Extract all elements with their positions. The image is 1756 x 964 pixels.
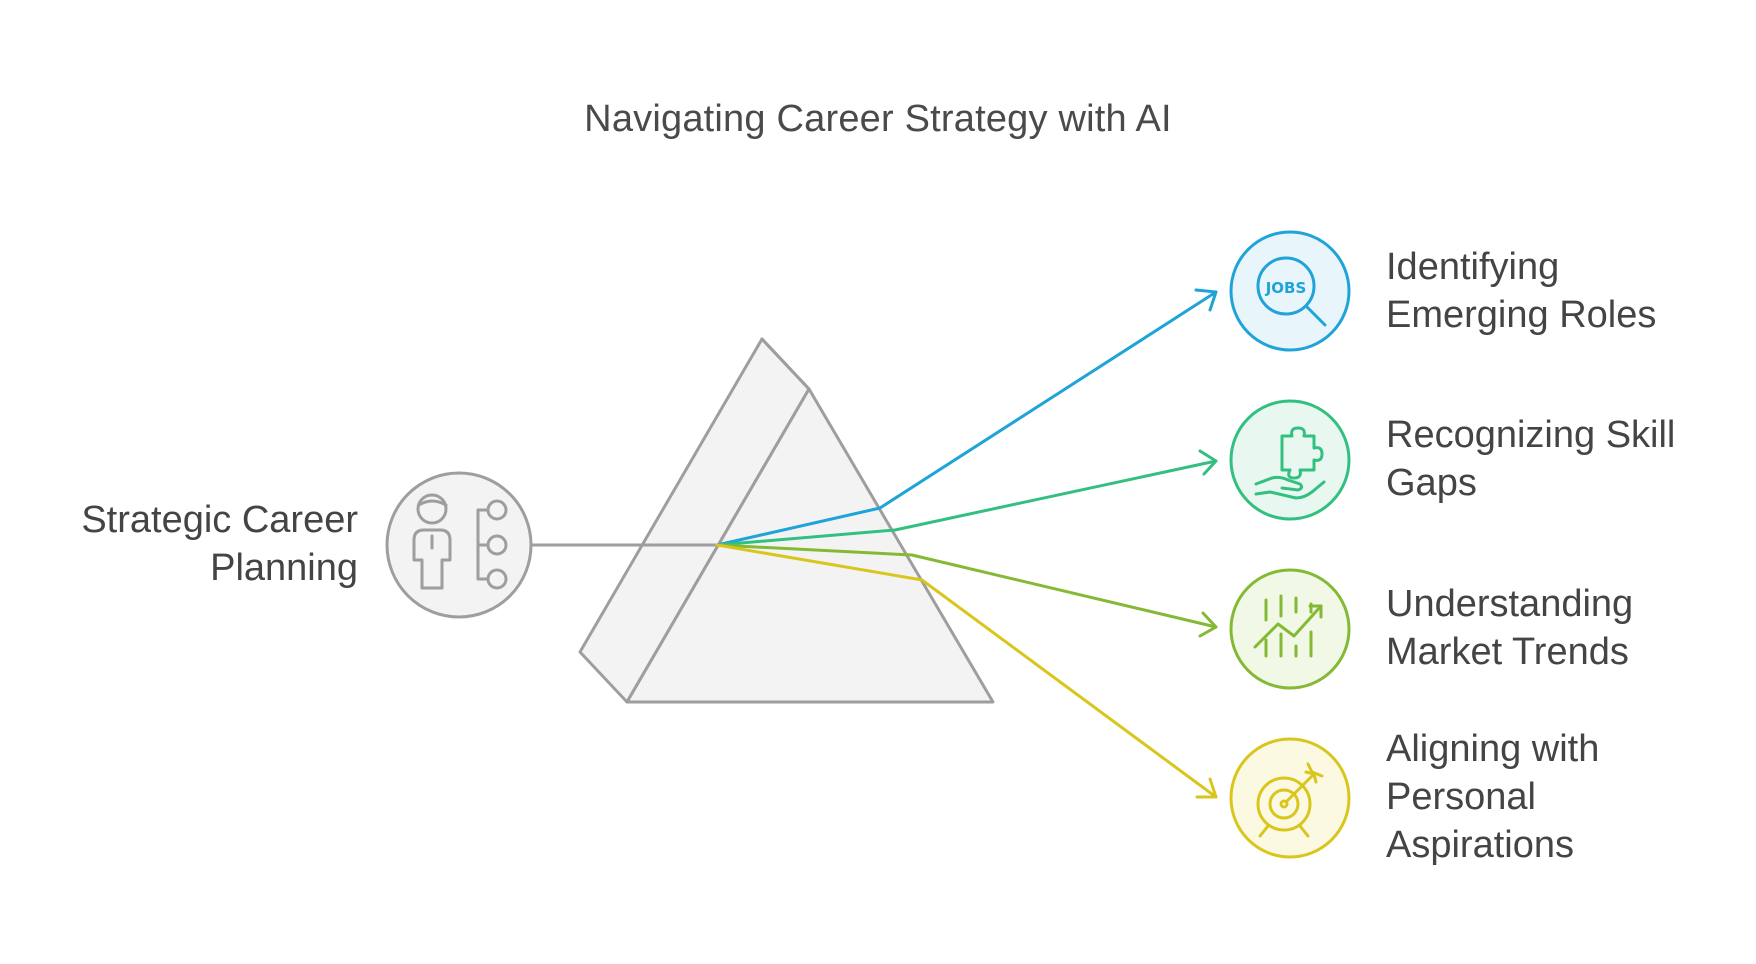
puzzle-hand-icon <box>1229 399 1351 521</box>
beam-market-trends <box>715 543 1218 629</box>
source-label: Strategic Career Planning <box>40 496 358 592</box>
output-label-line: Market Trends <box>1386 631 1629 673</box>
output-label-line: Personal <box>1386 776 1536 818</box>
market-trend-chart-icon <box>1229 568 1351 690</box>
output-label-line: Understanding <box>1386 583 1634 625</box>
output-label-line: Recognizing Skill <box>1386 414 1676 456</box>
beam-personal-aspirations <box>715 543 1218 799</box>
output-label-personal-aspirations: Aligning with Personal Aspirations <box>1386 725 1746 869</box>
arrowhead-market-trends <box>1198 611 1218 638</box>
beam-emerging-roles <box>715 290 1218 547</box>
output-label-market-trends: Understanding Market Trends <box>1386 580 1746 676</box>
arrowhead-personal-aspirations <box>1195 777 1218 799</box>
output-label-line: Aligning with <box>1386 728 1600 770</box>
output-label-skill-gaps: Recognizing Skill Gaps <box>1386 411 1746 507</box>
jobs-search-icon: JOBS <box>1229 230 1351 352</box>
output-label-line: Aspirations <box>1386 824 1574 866</box>
beam-skill-gaps <box>715 459 1218 547</box>
output-label-emerging-roles: Identifying Emerging Roles <box>1386 243 1746 339</box>
output-label-line: Gaps <box>1386 462 1477 504</box>
arrowhead-emerging-roles <box>1194 288 1218 312</box>
diagram-title: Navigating Career Strategy with AI <box>584 98 1172 140</box>
target-arrow-icon <box>1229 737 1351 859</box>
output-label-line: Identifying <box>1386 246 1560 288</box>
svg-text:JOBS: JOBS <box>1265 279 1307 297</box>
output-label-line: Emerging Roles <box>1386 294 1657 336</box>
source-label-line: Strategic Career <box>81 499 358 541</box>
person-decision-tree-icon <box>385 471 533 619</box>
prism <box>578 337 995 704</box>
source-label-line: Planning <box>210 547 358 589</box>
arrowhead-skill-gaps <box>1198 449 1218 476</box>
